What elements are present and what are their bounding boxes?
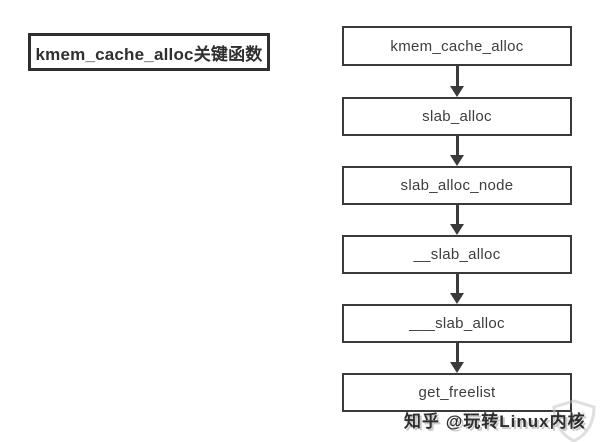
arrow-stem	[455, 65, 459, 86]
arrow-stem	[455, 342, 459, 362]
flow-node-label: slab_alloc_node	[400, 177, 514, 194]
arrow-stem	[455, 273, 459, 293]
flow-node-dunder-slab-alloc: __slab_alloc	[342, 235, 572, 274]
flow-node-label: get_freelist	[418, 384, 496, 401]
down-arrow-icon	[450, 65, 464, 97]
flow-node-label: ___slab_alloc	[409, 315, 505, 332]
arrow-head	[450, 293, 464, 304]
arrow-head	[450, 86, 464, 97]
arrow-head	[450, 155, 464, 166]
flow-node-label: __slab_alloc	[413, 246, 501, 263]
diagram-title: kmem_cache_alloc关键函数	[35, 44, 263, 64]
arrow-stem	[455, 204, 459, 224]
arrow-stem	[455, 135, 459, 155]
flow-node-get-freelist: get_freelist	[342, 373, 572, 412]
down-arrow-icon	[450, 204, 464, 235]
watermark-text: 知乎 @玩转Linux内核	[404, 412, 586, 431]
down-arrow-icon	[450, 273, 464, 304]
flow-node-label: kmem_cache_alloc	[390, 37, 524, 55]
down-arrow-icon	[450, 135, 464, 166]
flow-node-slab-alloc-node: slab_alloc_node	[342, 166, 572, 205]
diagram-title-box: kmem_cache_alloc关键函数	[28, 33, 270, 71]
down-arrow-icon	[450, 342, 464, 373]
watermark-shield-icon	[552, 399, 596, 442]
arrow-head	[450, 224, 464, 235]
flow-node-label: slab_alloc	[422, 108, 492, 125]
flow-node-slab-alloc: slab_alloc	[342, 97, 572, 136]
flow-node-kmem-cache-alloc: kmem_cache_alloc	[342, 26, 572, 66]
arrow-head	[450, 362, 464, 373]
flow-node-triple-underscore-slab-alloc: ___slab_alloc	[342, 304, 572, 343]
